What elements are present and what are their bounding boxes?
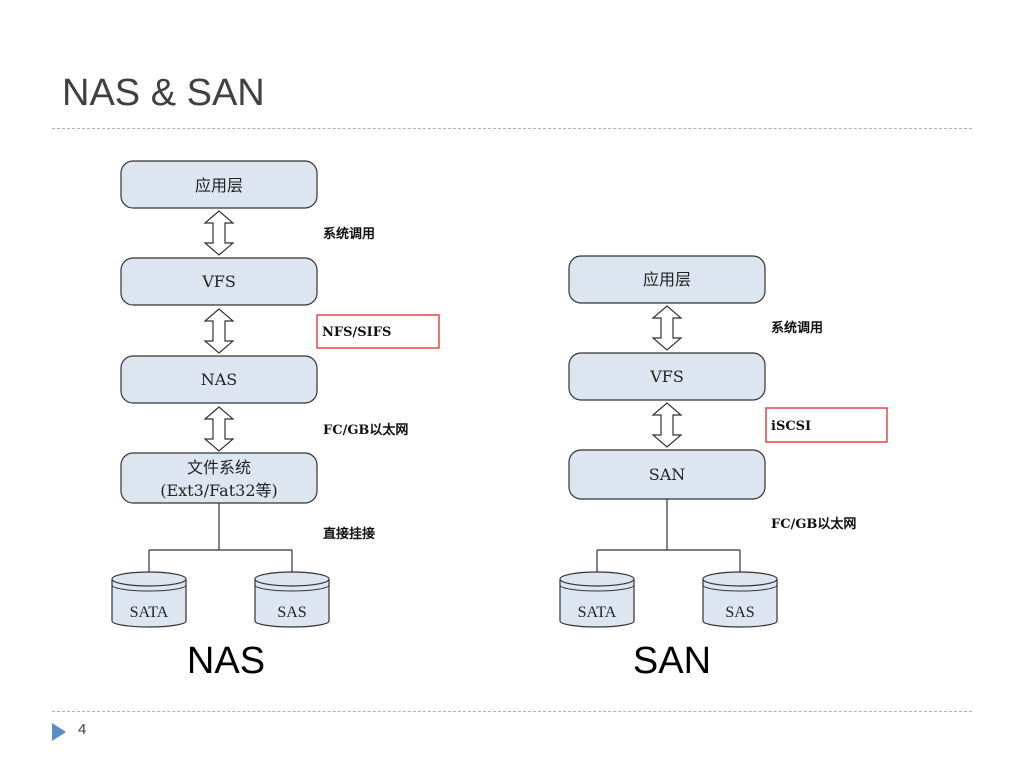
nas-filesystem-label-line1: 文件系统 [187, 458, 251, 477]
san-protocol-label: iSCSI [771, 419, 811, 434]
nas-filesystem-label-line2: (Ext3/Fat32等) [160, 481, 278, 500]
nas-protocol-label: NFS/SIFS [322, 325, 391, 340]
nas-network-label: FC/GB以太网 [323, 422, 408, 438]
san-protocol-highlight [765, 407, 888, 443]
nas-nas-label: NAS [201, 370, 238, 389]
slide-title: NAS & SAN [62, 72, 265, 114]
san-syscall-arrow-icon [652, 305, 682, 351]
triangle-bullet-icon [52, 723, 66, 741]
san-stack: 应用层 系统调用 VFS iSCSI SAN FC/GB以太网 SATA SAS… [559, 255, 888, 682]
nas-app-layer-box [120, 160, 318, 209]
nas-stack: 应用层 系统调用 VFS NFS/SIFS NAS FC/GB以太网 文件系统 … [111, 160, 440, 682]
san-syscall-label: 系统调用 [771, 320, 823, 336]
nas-direct-attach-label: 直接挂接 [323, 526, 375, 542]
nas-caption: NAS [187, 640, 265, 682]
san-sata-label: SATA [578, 604, 617, 621]
nas-network-arrow-icon [204, 406, 234, 452]
title-divider [52, 128, 972, 129]
nas-syscall-arrow-icon [204, 210, 234, 256]
nas-vfs-box [120, 257, 318, 306]
nas-nas-box [120, 355, 318, 404]
nas-vfs-label: VFS [201, 272, 236, 291]
nas-sas-label: SAS [277, 604, 306, 621]
nas-protocol-arrow-icon [204, 308, 234, 354]
san-vfs-box [568, 352, 766, 401]
nas-sata-label: SATA [130, 604, 169, 621]
san-protocol-arrow-icon [652, 402, 682, 448]
footer-divider [52, 711, 972, 712]
nas-app-layer-label: 应用层 [195, 176, 243, 195]
san-vfs-label: VFS [649, 367, 684, 386]
san-app-layer-label: 应用层 [643, 270, 691, 289]
san-app-layer-box [568, 255, 766, 304]
nas-syscall-label: 系统调用 [323, 226, 375, 242]
nas-protocol-highlight [316, 314, 440, 349]
san-caption: SAN [633, 640, 711, 682]
san-sas-label: SAS [725, 604, 754, 621]
san-san-label: SAN [649, 465, 686, 484]
page-number: 4 [78, 721, 87, 738]
san-network-label: FC/GB以太网 [771, 516, 856, 532]
